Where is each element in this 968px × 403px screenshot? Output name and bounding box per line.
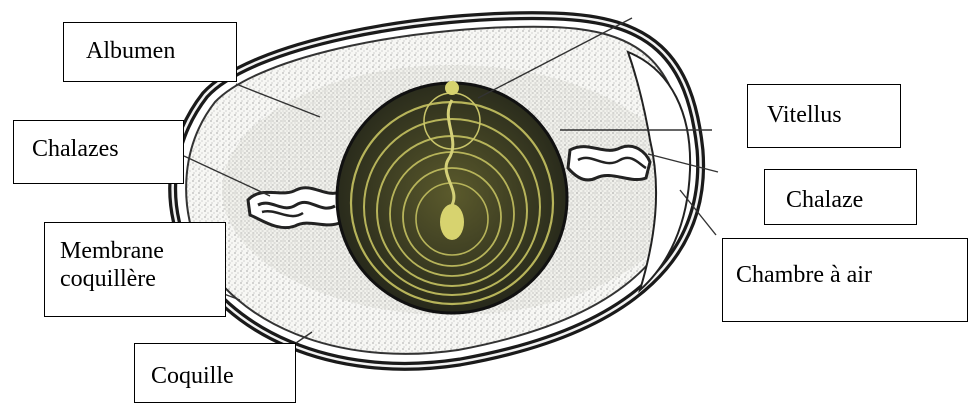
label-albumen: Albumen — [63, 22, 237, 82]
label-membrane-line1: Membrane — [60, 237, 225, 265]
label-coquille-text: Coquille — [151, 362, 295, 390]
label-membrane-line2: coquillère — [60, 265, 225, 293]
label-chambre-a-air: Chambre à air — [722, 238, 968, 322]
label-chambre-text: Chambre à air — [736, 261, 967, 289]
label-chalazes: Chalazes — [13, 120, 184, 184]
label-coquille: Coquille — [134, 343, 296, 403]
label-membrane-coquillere: Membrane coquillère — [44, 222, 226, 317]
chalaza-left — [248, 188, 342, 228]
label-vitellus-text: Vitellus — [767, 101, 900, 129]
yolk — [337, 81, 567, 313]
label-chalaze-text: Chalaze — [786, 186, 916, 214]
label-vitellus: Vitellus — [747, 84, 901, 148]
label-chalazes-text: Chalazes — [32, 135, 183, 163]
chalaza-right — [568, 146, 650, 180]
label-albumen-text: Albumen — [86, 37, 236, 65]
label-chalaze: Chalaze — [764, 169, 917, 225]
